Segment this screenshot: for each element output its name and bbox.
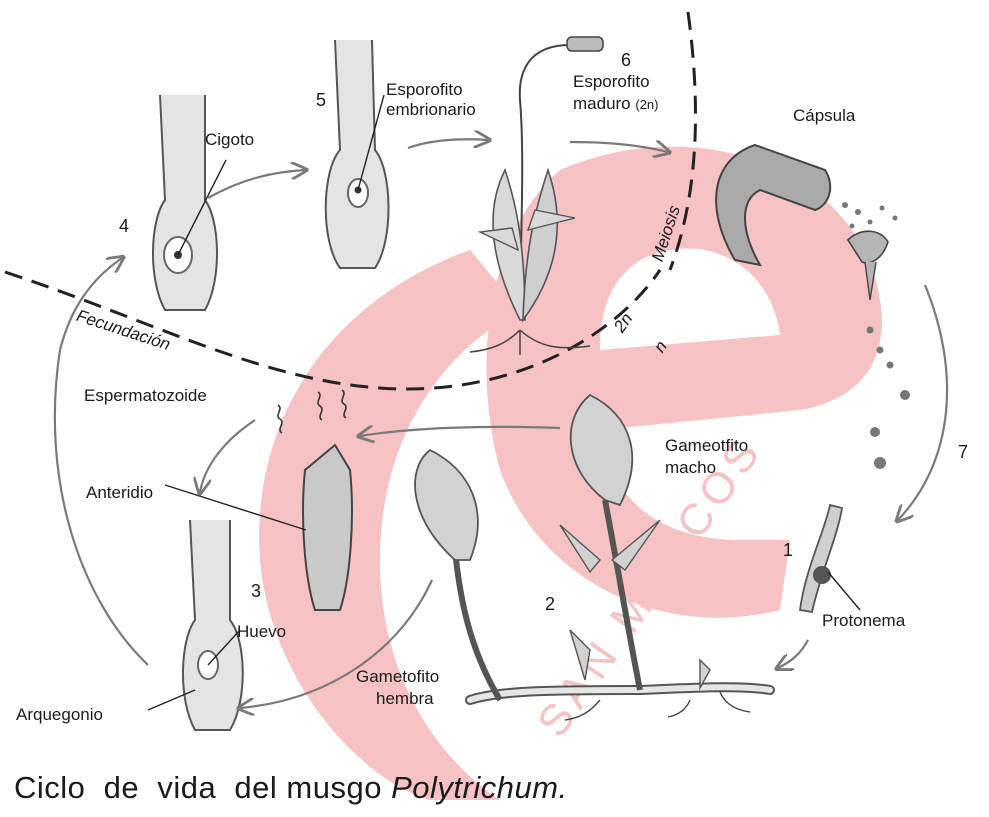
label-cigoto: Cigoto [205, 130, 254, 150]
watermark-c-shape [259, 250, 520, 800]
arrow-5-to-6 [408, 139, 488, 148]
stage-number-4: 4 [119, 216, 129, 236]
label-gametofito-hembra-line2: hembra [376, 689, 434, 709]
arrow-protonema-to-gametophyte [778, 640, 808, 668]
archegonium-zygote-drawing [153, 95, 226, 310]
label-ploidy-2n: (2n) [635, 97, 658, 112]
label-gametofito-macho-line1: Gameotfito [665, 436, 748, 456]
stage-number-7: 7 [958, 442, 968, 462]
label-maduro: maduro [573, 94, 631, 113]
label-espermatozoide: Espermatozoide [84, 386, 207, 406]
label-esporofito-embrionario-line1: Esporofito [386, 80, 463, 100]
archegonium-egg-drawing [148, 520, 243, 730]
label-arquegonio: Arquegonio [16, 705, 103, 725]
stage-number-1: 1 [783, 540, 793, 560]
figure-caption: Ciclo de vida del musgo Polytrichum. [14, 770, 568, 806]
label-gametofito-macho-line2: macho [665, 458, 716, 478]
embryonic-sporophyte-drawing [326, 40, 389, 268]
caption-species: Polytrichum. [391, 770, 568, 805]
caption-prefix: Ciclo de vida del musgo [14, 770, 391, 805]
label-protonema: Protonema [822, 611, 905, 631]
label-anteridio: Anteridio [86, 483, 153, 503]
label-huevo: Huevo [237, 622, 286, 642]
label-capsula: Cápsula [793, 106, 855, 126]
arrow-sperm-to-archegonium [200, 420, 255, 492]
label-esporofito-maduro-line2: maduro (2n) [573, 94, 659, 115]
stage-number-2: 2 [545, 594, 555, 614]
stage-number-5: 5 [316, 90, 326, 110]
protonema-drawing [800, 505, 860, 612]
label-esporofito-maduro-line1: Esporofito [573, 72, 650, 92]
stage-number-3: 3 [251, 581, 261, 601]
arrow-4-to-5 [208, 170, 305, 198]
arrow-capsule-to-protonema [898, 285, 947, 520]
stage-number-6: 6 [621, 50, 631, 70]
label-esporofito-embrionario-line2: embrionario [386, 100, 476, 120]
label-gametofito-hembra-line1: Gametofito [356, 667, 439, 687]
